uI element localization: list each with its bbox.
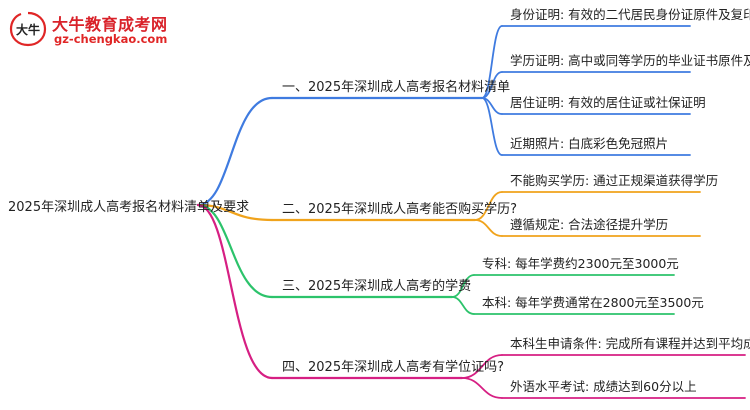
leaf-4-2-label: 外语水平考试: 成绩达到60分以上 <box>510 379 697 394</box>
edge-root-branch-4 <box>196 203 274 380</box>
edge-branch-3-leaf-2 <box>451 296 475 315</box>
branch-2-label: 二、2025年深圳成人高考能否购买学历? <box>282 201 517 217</box>
edge-root-branch-2 <box>196 203 274 222</box>
edge-branch-1-leaf-1 <box>481 25 503 99</box>
site-logo: 大牛 大牛教育成考网 gz-chengkao.com <box>8 8 178 50</box>
leaf-3-1-label: 专科: 每年学费约2300元至3000元 <box>482 256 679 271</box>
branch-1-label: 一、2025年深圳成人高考报名材料清单 <box>282 79 510 95</box>
branch-3-label: 三、2025年深圳成人高考的学费 <box>282 278 471 294</box>
nodes-layer: 2025年深圳成人高考报名材料清单及要求 一、2025年深圳成人高考报名材料清单 身… <box>8 7 750 394</box>
edge-branch-1-leaf-2 <box>481 71 503 99</box>
edge-root-branch-3 <box>196 203 274 299</box>
edge-root-branch-1 <box>196 96 274 207</box>
leaf-3-2-label: 本科: 每年学费通常在2800元至3500元 <box>482 295 704 310</box>
leaf-4-1-label: 本科生申请条件: 完成所有课程并达到平均成绩 <box>510 336 750 351</box>
logo-badge-icon: 大牛 <box>9 11 47 47</box>
logo-title: 大牛教育成考网 <box>52 15 168 34</box>
edges-layer <box>196 25 746 399</box>
edge-branch-3-leaf-1 <box>451 274 475 298</box>
edge-branch-2-leaf-2 <box>474 219 503 237</box>
edge-branch-1-leaf-4 <box>481 97 503 156</box>
leaf-1-2-label: 学历证明: 高中或同等学历的毕业证书原件及复印件 <box>510 53 750 68</box>
edge-branch-2-leaf-1 <box>474 191 503 221</box>
logo-badge-text: 大牛 <box>16 22 40 37</box>
leaf-2-1-label: 不能购买学历: 通过正规渠道获得学历 <box>510 173 718 188</box>
root-node-label: 2025年深圳成人高考报名材料清单及要求 <box>8 199 249 215</box>
leaf-1-1-label: 身份证明: 有效的二代居民身份证原件及复印件 <box>510 7 750 22</box>
leaf-2-2-label: 遵循规定: 合法途径提升学历 <box>510 217 668 232</box>
edge-branch-4-leaf-1 <box>461 354 503 379</box>
edge-branch-4-leaf-2 <box>461 377 503 399</box>
branch-4-label: 四、2025年深圳成人高考有学位证吗? <box>282 359 504 375</box>
leaf-1-4-label: 近期照片: 白底彩色免冠照片 <box>510 136 668 151</box>
logo-url: gz-chengkao.com <box>54 32 168 46</box>
leaf-1-3-label: 居住证明: 有效的居住证或社保证明 <box>510 95 706 110</box>
